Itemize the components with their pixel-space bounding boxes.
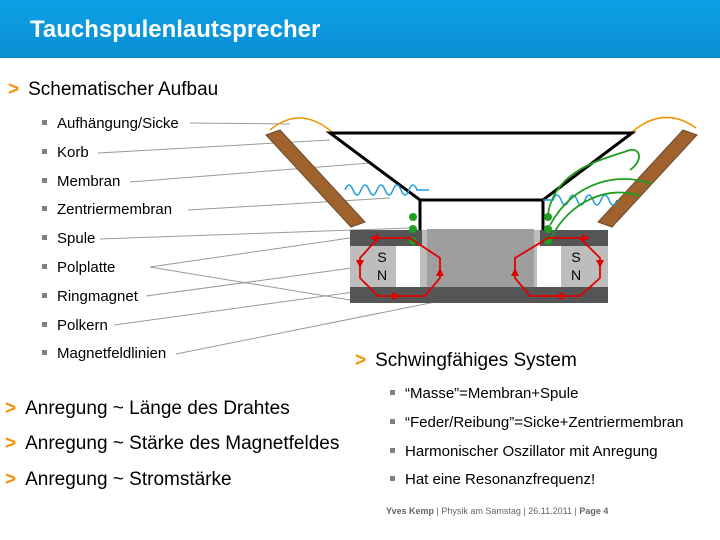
spider-wave-left: [344, 184, 429, 196]
bullet-icon: [390, 447, 395, 453]
bullet-icon: [42, 205, 47, 211]
title-bar: [0, 0, 720, 58]
field-arrows: [356, 234, 604, 300]
chevron-right-icon: >: [8, 79, 20, 100]
bullet-icon: [42, 234, 47, 240]
part-label-pole-plate: Polplatte: [42, 259, 115, 276]
part-label-coil: Spule: [42, 230, 95, 247]
oscillator-item: Harmonischer Oszillator mit Anregung: [390, 443, 658, 460]
spider-wave-right: [543, 194, 618, 206]
coil-windings: [409, 213, 552, 245]
chevron-right-icon: >: [355, 350, 367, 371]
bullet-icon: [390, 475, 395, 481]
bullet-icon: [42, 263, 47, 269]
excitation-item: >Anregung ~ Länge des Drahtes: [5, 398, 290, 419]
excitation-item: >Anregung ~ Stärke des Magnetfeldes: [5, 433, 340, 454]
slide-title: Tauchspulenlautsprecher: [30, 16, 321, 43]
bullet-icon: [390, 418, 395, 424]
suspension-surround: [265, 129, 698, 228]
bullet-icon: [42, 349, 47, 355]
part-label-membrane: Membran: [42, 173, 120, 190]
bottom-plate: [350, 287, 608, 303]
bullet-icon: [390, 389, 395, 395]
slide-footer: Yves Kemp | Physik am Samstag | 26.11.20…: [386, 506, 609, 516]
bullet-icon: [42, 148, 47, 154]
pole-core: [427, 229, 534, 287]
bullet-icon: [42, 177, 47, 183]
coil-leads: [547, 148, 653, 239]
bullet-icon: [42, 321, 47, 327]
part-label-field-lines: Magnetfeldlinien: [42, 345, 166, 362]
surround-arc-right: [631, 116, 697, 133]
magnet-pole-left: S N: [376, 249, 388, 283]
bullet-icon: [42, 292, 47, 298]
oscillator-item: “Masse”=Membran+Spule: [390, 385, 578, 402]
oscillator-item: “Feder/Reibung”=Sicke+Zentriermembran: [390, 414, 683, 431]
excitation-item: >Anregung ~ Stromstärke: [5, 469, 232, 490]
part-label-basket: Korb: [42, 144, 89, 161]
part-label-suspension: Aufhängung/Sicke: [42, 115, 179, 132]
magnet-assembly: [350, 229, 608, 303]
bullet-icon: [42, 119, 47, 125]
field-lines: [359, 237, 601, 297]
chevron-right-icon: >: [5, 469, 17, 490]
part-label-ring-magnet: Ringmagnet: [42, 288, 138, 305]
magnet-pole-right: S N: [570, 249, 582, 283]
chevron-right-icon: >: [5, 398, 17, 419]
part-label-pole-core: Polkern: [42, 317, 108, 334]
air-gap-left: [396, 246, 420, 287]
oscillator-item: Hat eine Resonanzfrequenz!: [390, 471, 595, 488]
part-label-spider: Zentriermembran: [42, 201, 172, 218]
surround-arc-left: [269, 117, 333, 133]
section-heading-oscillator: >Schwingfähiges System: [355, 350, 577, 371]
section-heading-structure: >Schematischer Aufbau: [8, 79, 219, 100]
chevron-right-icon: >: [5, 433, 17, 454]
air-gap-right: [537, 246, 561, 287]
